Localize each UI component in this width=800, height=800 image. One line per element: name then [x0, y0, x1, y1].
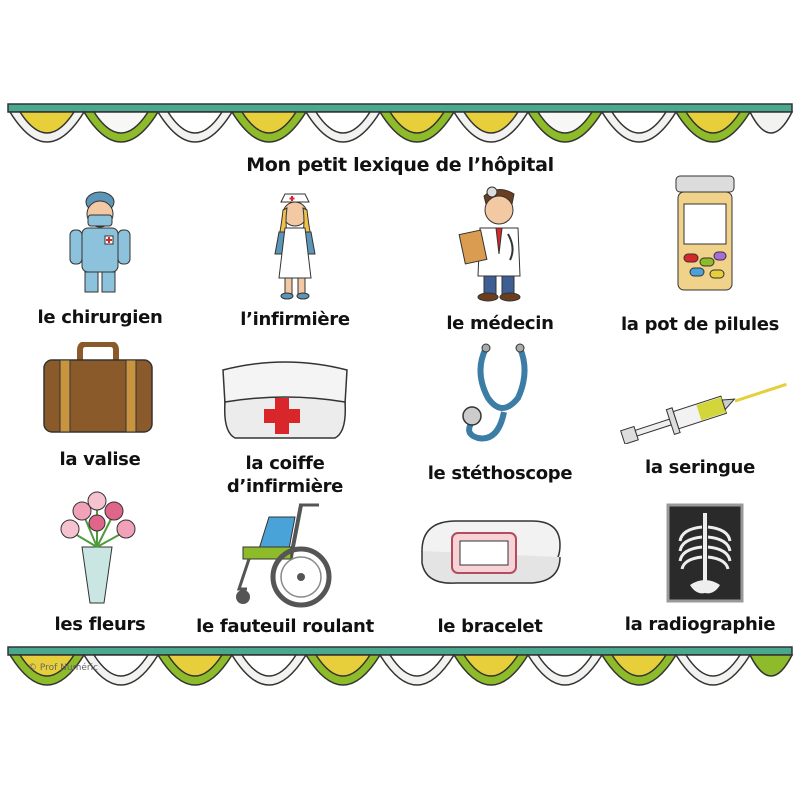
- stethoscope-icon: [462, 343, 528, 442]
- vocab-card-xray: la radiographie: [600, 485, 800, 645]
- vocab-label: l’infirmière: [240, 309, 350, 330]
- flowers-icon: [60, 491, 136, 604]
- vocab-label: la radiographie: [624, 614, 776, 635]
- vocab-card-bracelet: le bracelet: [390, 485, 590, 645]
- bottom-bunting-decoration: [7, 646, 794, 686]
- copyright-credit: © Prof Numéric: [28, 663, 99, 673]
- vocab-card-flowers: les fleurs: [0, 485, 200, 645]
- surgeon-icon: [69, 191, 131, 293]
- pill-jar-icon: [675, 175, 735, 291]
- wheelchair-icon: [236, 503, 332, 608]
- top-bunting-decoration: [7, 103, 794, 143]
- vocab-card-doctor: le médecin: [400, 180, 600, 340]
- vocab-card-wheelchair: le fauteuil roulant: [185, 485, 385, 645]
- vocab-label: la valise: [59, 449, 141, 470]
- vocab-card-pill-jar: la pot de pilules: [600, 175, 800, 340]
- vocab-label: les fleurs: [54, 614, 146, 635]
- vocab-card-syringe: la seringue: [600, 340, 800, 500]
- vocab-card-nurse: l’infirmière: [195, 180, 395, 340]
- doctor-icon: [458, 186, 521, 302]
- vocab-card-nurse-cap: la coiffe d’infirmière: [185, 340, 385, 500]
- vocab-card-surgeon: le chirurgien: [0, 180, 200, 340]
- vocab-label: la coiffe d’infirmière: [226, 453, 344, 497]
- vocab-card-suitcase: la valise: [0, 340, 200, 500]
- page-title: Mon petit lexique de l’hôpital: [246, 154, 554, 176]
- suitcase-icon: [43, 342, 153, 433]
- nurse-cap-icon: [222, 361, 348, 439]
- vocab-label: le médecin: [446, 313, 554, 334]
- syringe-icon: [620, 382, 787, 444]
- vocab-label: le chirurgien: [37, 307, 163, 328]
- vocab-label: le stéthoscope: [427, 463, 573, 484]
- nurse-icon: [274, 193, 316, 300]
- vocab-label: le bracelet: [437, 616, 543, 637]
- bracelet-icon: [421, 520, 561, 584]
- vocab-card-stethoscope: le stéthoscope: [400, 340, 600, 500]
- vocab-label: la pot de pilules: [620, 314, 780, 335]
- vocab-label: le fauteuil roulant: [196, 616, 374, 637]
- vocab-label: la seringue: [645, 457, 755, 478]
- x-ray-icon: [666, 503, 744, 603]
